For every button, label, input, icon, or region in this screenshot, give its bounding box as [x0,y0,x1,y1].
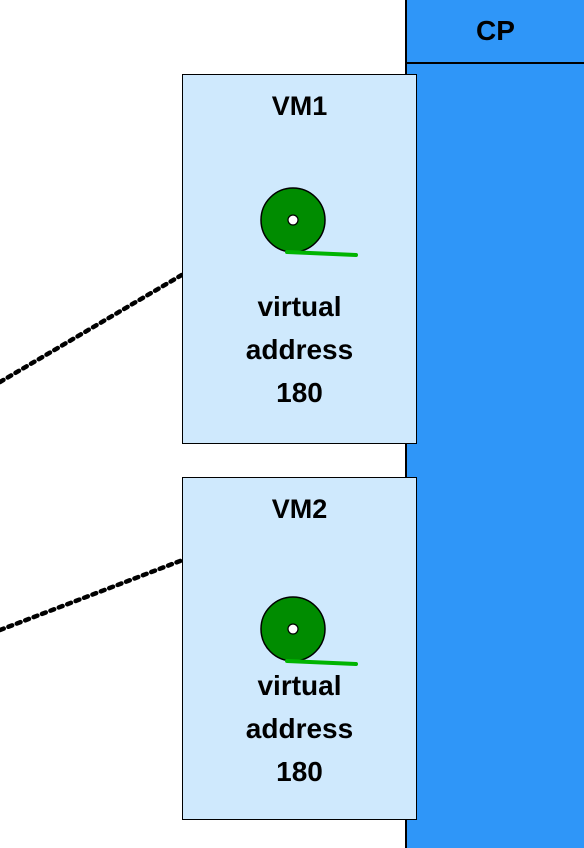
vm2-connector-line [0,545,217,633]
vm2-label-line2: address [245,713,354,744]
vm1-box: VM1 virtual address 180 [182,74,417,444]
tape-reel-icon [260,596,358,666]
tape-reel-icon [260,187,358,257]
vm1-label-line1: virtual [257,291,342,322]
vm2-title: VM2 [271,494,328,524]
vm1-title: VM1 [271,91,328,121]
cp-title: CP [407,0,584,64]
vm1-label-line2: address [245,334,354,365]
vm2-device-label: virtual address 180 [183,664,416,793]
vm1-device-label: virtual address 180 [183,285,416,414]
vm2-label-line3: 180 [276,756,323,787]
vm2-label-line1: virtual [257,670,342,701]
vm1-label-line3: 180 [276,377,323,408]
vm1-connector-line [0,253,217,385]
vm2-box: VM2 virtual address 180 [182,477,417,820]
cp-panel: CP [405,0,584,848]
